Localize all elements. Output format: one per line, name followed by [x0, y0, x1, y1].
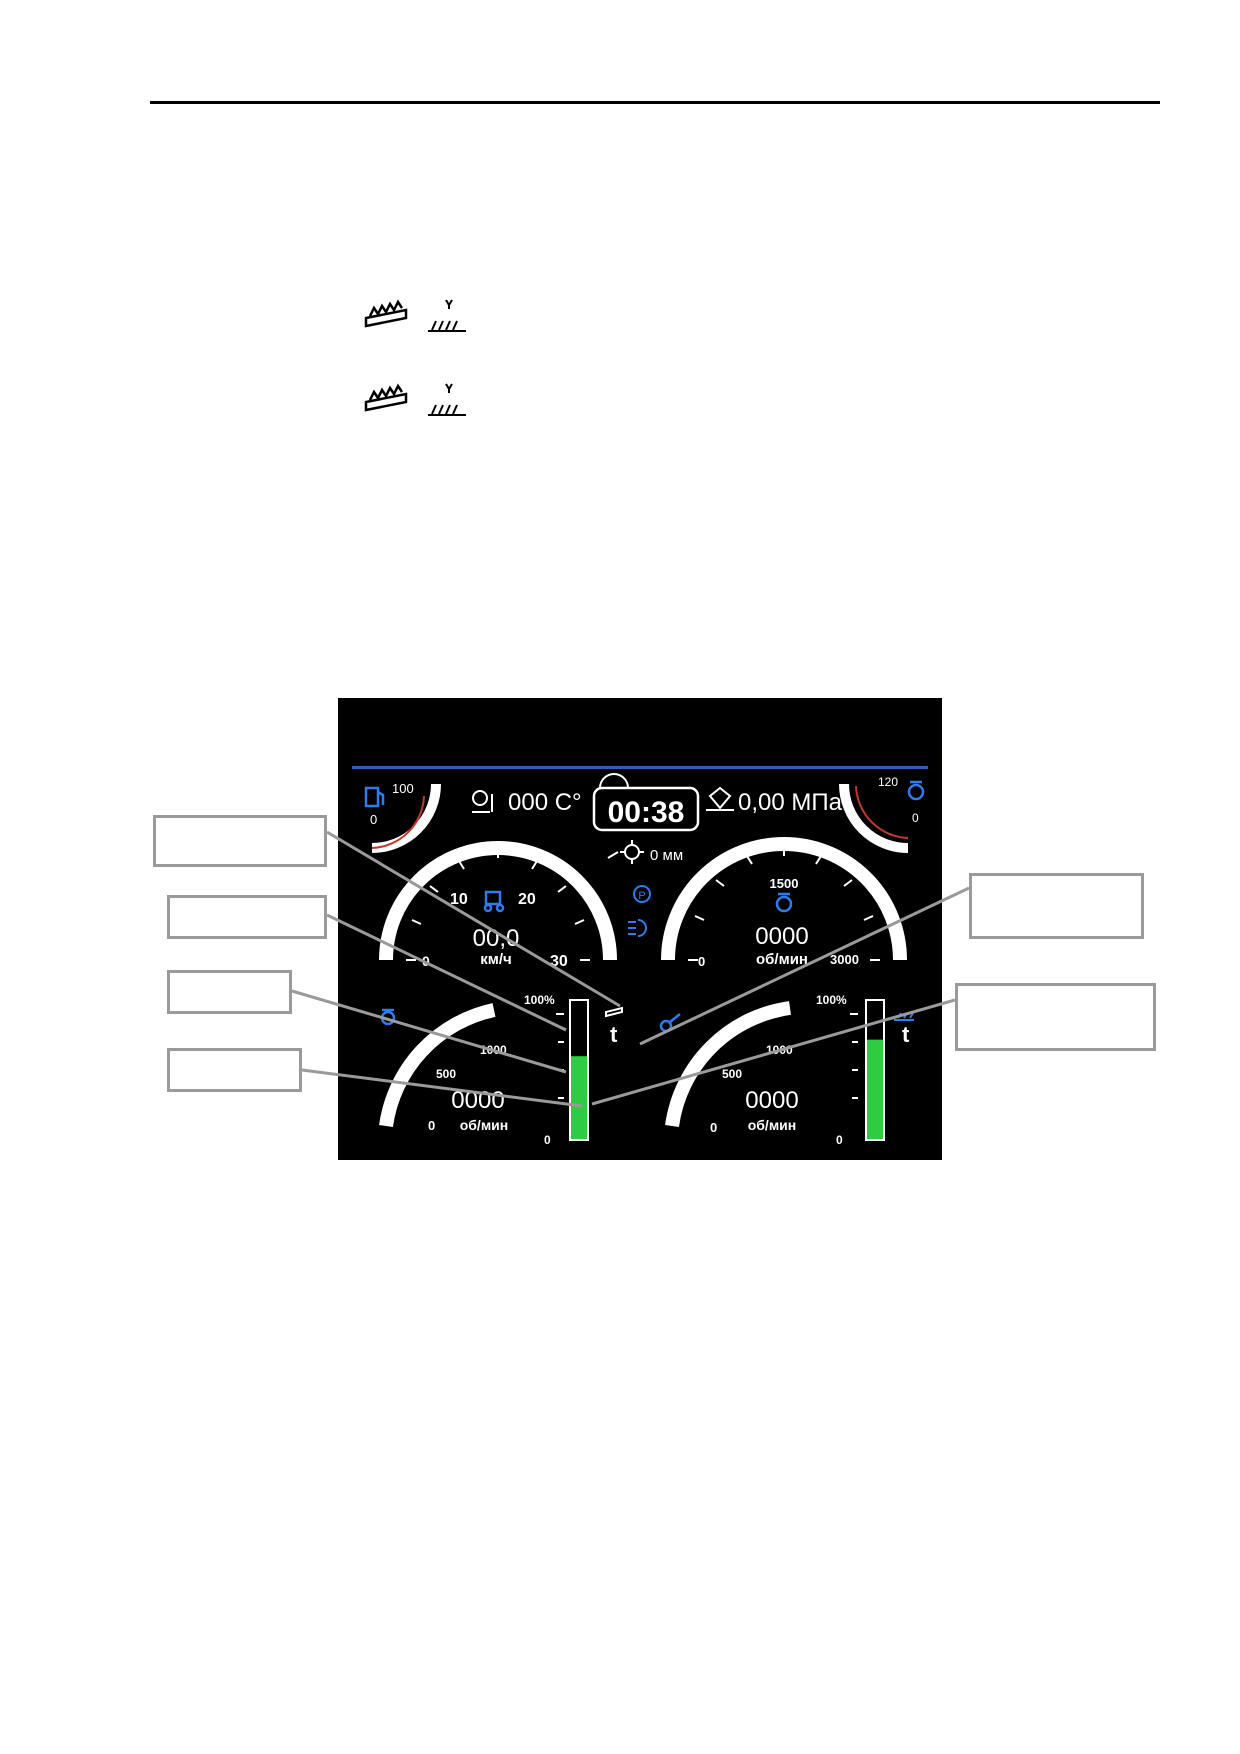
- speed-tick-30: 30: [550, 953, 568, 970]
- left-rpm-tick-0: 0: [428, 1118, 435, 1133]
- left-level-bar: 100% 0 t: [524, 993, 623, 1147]
- timer-value: 00:38: [608, 796, 685, 829]
- right-rpm-tick-1000: 1000: [766, 1043, 793, 1057]
- fuel-gauge: 100 0: [364, 781, 441, 853]
- fuel-gauge-min: 0: [370, 812, 377, 827]
- right-rpm-gauge: 1000 500 0000 0 об/мин: [665, 1001, 799, 1135]
- right-bar-top: 100%: [816, 993, 847, 1007]
- left-rpm-tick-1000: 1000: [480, 1043, 507, 1057]
- coolant-temp-icon: [472, 790, 493, 813]
- oil-pressure-value: 0,00 МПа: [738, 789, 843, 816]
- right-small-gauge-min: 0: [912, 811, 919, 825]
- callout-box-4: [167, 1048, 302, 1092]
- left-rpm-value: 0000: [451, 1087, 504, 1114]
- callout-box-1: [153, 815, 327, 867]
- parking-brake-icon: P: [633, 885, 651, 903]
- icon-row-2: [362, 380, 482, 424]
- right-bar-bottom: 0: [836, 1133, 843, 1147]
- drum-icon: [380, 1008, 396, 1026]
- left-rpm-gauge: 1000 500 0000 0 об/мин: [379, 1003, 509, 1133]
- header-rule: [150, 101, 1160, 104]
- fan-icon: [659, 1013, 681, 1033]
- ground-level-icon: [428, 383, 466, 416]
- engine-tick-0: 0: [698, 954, 705, 969]
- fuel-pump-icon: [364, 786, 385, 808]
- left-bar-bottom: 0: [544, 1133, 551, 1147]
- left-bar-top: 100%: [524, 993, 555, 1007]
- speed-unit: км/ч: [480, 951, 511, 968]
- left-level-fill: [571, 1056, 587, 1139]
- right-rpm-tick-500: 500: [722, 1067, 742, 1081]
- right-rpm-unit: об/мин: [748, 1117, 797, 1133]
- header-cutter-icon: [364, 299, 408, 328]
- callout-box-6: [955, 983, 1156, 1051]
- header-cutter-icon: [364, 383, 408, 412]
- oil-pressure-icon: [706, 786, 734, 811]
- dashboard-display: 100 0 000 C° 00:38 0,00 МПа 120 0: [338, 698, 942, 1160]
- header-level-icon: [605, 1006, 623, 1018]
- ground-level-icon: [894, 1012, 914, 1021]
- fuel-gauge-max: 100: [392, 781, 414, 796]
- timer-box: [592, 786, 700, 832]
- right-small-gauge-max: 120: [878, 775, 898, 789]
- callout-box-3: [167, 970, 292, 1014]
- engine-value: 0000: [755, 923, 808, 950]
- speed-value: 00,0: [473, 925, 520, 952]
- header-height-value: 0 мм: [650, 847, 683, 864]
- top-divider: [352, 766, 928, 769]
- engine-tick-3000: 3000: [830, 952, 859, 967]
- callout-box-5: [969, 873, 1144, 939]
- right-rpm-value: 0000: [745, 1087, 798, 1114]
- right-level-bar: 100% 0 t: [816, 993, 914, 1147]
- engine-unit: об/мин: [756, 951, 808, 968]
- right-bar-letter: t: [902, 1022, 910, 1047]
- gear-icon: [607, 840, 644, 864]
- engine-icon: [775, 892, 793, 913]
- right-small-gauge: 120 0: [839, 775, 925, 853]
- speed-tick-0: 0: [422, 953, 430, 969]
- stopwatch-icon: [599, 773, 629, 789]
- coolant-temp-value: 000 C°: [508, 789, 582, 816]
- left-rpm-unit: об/мин: [460, 1117, 509, 1133]
- speed-tick-20: 20: [518, 891, 536, 908]
- right-level-fill: [867, 1039, 883, 1139]
- svg-text:P: P: [638, 890, 645, 902]
- icon-row-1: [362, 296, 482, 340]
- right-rpm-tick-0: 0: [710, 1120, 717, 1135]
- speed-gauge: 0 10 20 30 00,0 км/ч: [379, 841, 617, 970]
- speed-tick-10: 10: [450, 891, 468, 908]
- left-rpm-tick-500: 500: [436, 1067, 456, 1081]
- left-bar-letter: t: [610, 1022, 618, 1047]
- callout-box-2: [167, 895, 327, 939]
- combine-icon: [483, 890, 505, 913]
- engine-icon: [907, 780, 925, 801]
- ground-level-icon: [428, 299, 466, 332]
- engine-tick-1500: 1500: [770, 876, 799, 891]
- headlight-icon: [628, 919, 647, 937]
- engine-rpm-gauge: 0 1500 3000 0000 об/мин: [661, 837, 907, 969]
